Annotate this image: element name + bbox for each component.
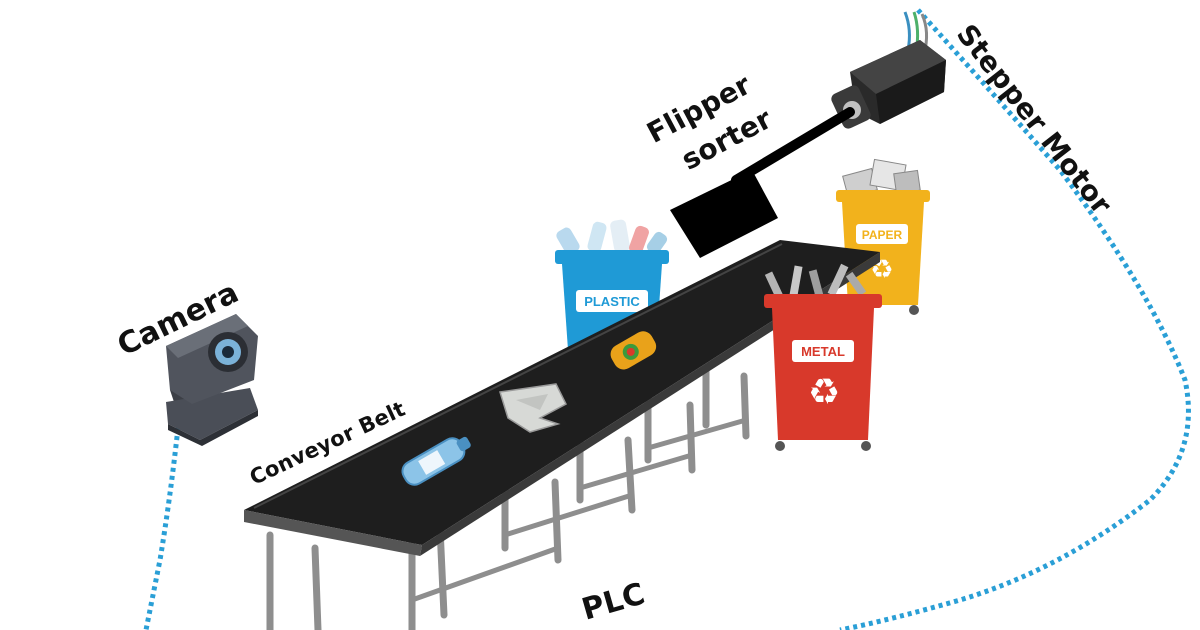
can-icon: [610, 331, 657, 370]
flipper-paddle: [670, 170, 778, 258]
flipper-shaft: [731, 107, 855, 185]
metal-contents: [764, 263, 867, 299]
plastic-contents: [556, 219, 668, 255]
camera-icon: [166, 314, 258, 446]
paper-bin-label: PAPER: [862, 228, 903, 242]
paper-bin: PAPER ♻: [836, 158, 930, 315]
bottle-icon: [401, 436, 471, 486]
plastic-bin-label: PLASTIC: [584, 294, 640, 309]
metal-bin: METAL ♻: [764, 263, 882, 451]
recycle-icon: ♻: [808, 372, 840, 413]
camera-wire: [143, 427, 181, 630]
metal-bin-label: METAL: [801, 344, 845, 359]
paper-icon: [499, 383, 567, 433]
